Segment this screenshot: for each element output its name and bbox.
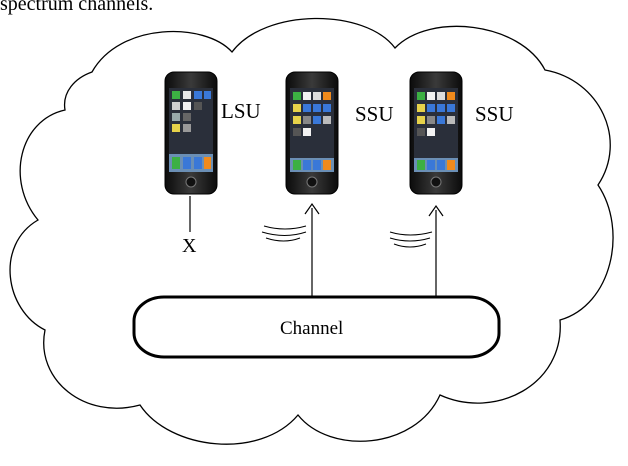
label-ssu-2: SSU	[475, 102, 514, 126]
phone-ssu-2	[409, 71, 463, 195]
signal-waves-ssu-1	[261, 225, 307, 242]
label-lsu: LSU	[221, 99, 261, 123]
channel-label: Channel	[280, 318, 343, 339]
home-button	[185, 176, 197, 188]
app-icons	[169, 91, 213, 172]
home-button	[306, 176, 318, 188]
app-icons	[290, 92, 334, 172]
phone-lsu	[164, 71, 218, 195]
label-ssu-1: SSU	[355, 102, 394, 126]
home-button	[430, 176, 442, 188]
channel-bar	[132, 295, 501, 359]
link-ssu-1	[304, 202, 320, 308]
link-ssu-2	[428, 204, 444, 312]
disconnected-marker: X	[182, 235, 197, 257]
app-icons	[414, 92, 458, 172]
cloud-outline	[9, 17, 614, 445]
phone-ssu-1	[285, 71, 339, 195]
signal-waves-ssu-2	[389, 231, 433, 248]
caption-fragment: spectrum channels.	[0, 0, 154, 15]
